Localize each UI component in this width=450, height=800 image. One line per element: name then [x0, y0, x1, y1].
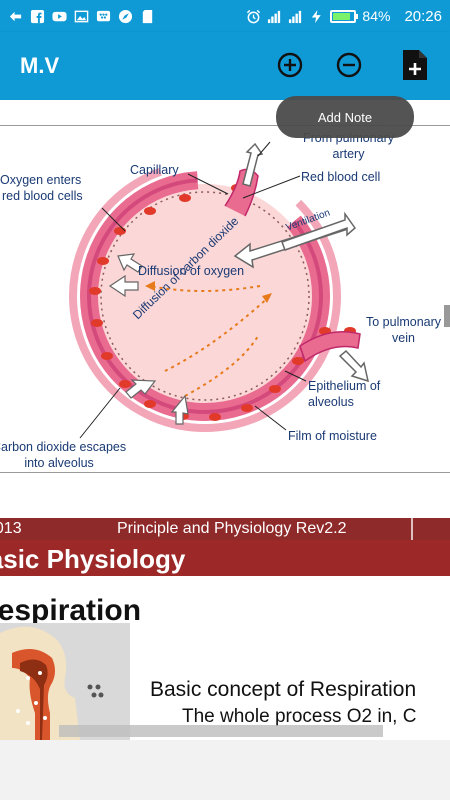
- slide-header-title: Principle and Physiology Rev2.2: [117, 520, 347, 537]
- battery-icon: [330, 9, 359, 23]
- label-co2-escapes-line1: Carbon dioxide escapes: [0, 440, 127, 454]
- charging-icon: [312, 9, 322, 23]
- slide-header-band: 2013 Principle and Physiology Rev2.2: [0, 518, 450, 540]
- horizontal-scrollbar[interactable]: [59, 725, 383, 737]
- app-title: M.V: [20, 53, 60, 78]
- battery-percent: 84%: [362, 8, 391, 24]
- slide-header-divider: [411, 518, 413, 540]
- moisture-film: [100, 191, 310, 401]
- alveolus-diagram: [69, 141, 370, 439]
- label-epithelium: Epithelium of alveolus: [308, 378, 380, 411]
- slide-heading: Respiration: [0, 594, 142, 627]
- slide-page: 2013 Principle and Physiology Rev2.2 Bas…: [0, 518, 450, 740]
- vertical-scrollbar[interactable]: [444, 305, 450, 327]
- status-bar: 84% 20:26: [0, 0, 450, 32]
- bbm-icon: [96, 10, 111, 21]
- leader-lines: [79, 141, 307, 439]
- label-epithelium-line1: Epithelium of: [308, 379, 381, 393]
- diagram-page: Oxygen enters red blood cells Capillary …: [0, 125, 450, 473]
- outer-membrane: [69, 160, 341, 432]
- respiratory-tract-illustration: [0, 623, 130, 740]
- sd-card-icon: [142, 9, 153, 23]
- alveolus-interior: [93, 184, 317, 408]
- signal-icon: [268, 10, 281, 23]
- diffusion-arrows: [149, 285, 271, 397]
- label-to-pulmonary-vein: To pulmonary vein: [366, 314, 441, 347]
- document-viewer[interactable]: Oxygen enters red blood cells Capillary …: [0, 100, 450, 740]
- slide-bullet-basic-concept: Basic concept of Respiration: [150, 678, 417, 701]
- label-capillary: Capillary: [130, 163, 179, 177]
- back-notification-icon: [9, 11, 22, 21]
- add-note-tooltip: Add Note: [276, 96, 414, 138]
- label-co2-escapes-line2: into alveolus: [24, 456, 94, 471]
- label-from-pulmonary-line2: artery: [332, 147, 365, 162]
- status-left-icons: [8, 9, 155, 24]
- zoom-out-button[interactable]: [334, 50, 364, 80]
- signal-icon-2: [289, 10, 302, 23]
- zoom-in-icon: [277, 52, 303, 78]
- add-note-button[interactable]: [400, 50, 430, 80]
- status-right-icons: 84% 20:26: [246, 8, 442, 25]
- respiratory-tract-image: [0, 623, 130, 740]
- label-film-of-moisture: Film of moisture: [288, 429, 377, 443]
- label-red-blood-cell: Red blood cell: [301, 170, 381, 184]
- facebook-icon: [30, 9, 45, 23]
- battery-level: [333, 12, 351, 20]
- zoom-out-icon: [336, 52, 362, 78]
- label-to-pulmonary-line1: To pulmonary: [366, 315, 442, 329]
- slide-section-title: Basic Physiology: [0, 544, 186, 574]
- clock: 20:26: [404, 7, 442, 25]
- zoom-in-button[interactable]: [275, 50, 305, 80]
- label-to-pulmonary-line2: vein: [392, 331, 415, 346]
- compass-app-icon: [118, 9, 133, 23]
- gallery-icon: [74, 10, 89, 22]
- label-epithelium-line2: alveolus: [308, 395, 354, 410]
- label-oxygen-enters-line2: red blood cells: [2, 189, 83, 204]
- slide-header-code: 2013: [0, 520, 22, 537]
- label-diffusion-of-oxygen: Diffusion of oxygen: [138, 264, 245, 278]
- label-oxygen-enters: Oxygen enters red blood cells: [0, 172, 83, 205]
- youtube-icon: [52, 11, 67, 21]
- add-note-icon: [403, 50, 427, 80]
- slide-section-band: Basic Physiology: [0, 540, 450, 576]
- app-bar: M.V: [0, 32, 450, 100]
- slide-bullet-whole-process: The whole process O2 in, C: [182, 706, 417, 727]
- label-co2-escapes: Carbon dioxide escapes into alveolus: [0, 439, 126, 472]
- label-oxygen-enters-line1: Oxygen enters: [0, 173, 82, 187]
- alarm-icon: [247, 9, 261, 23]
- ventilation-arrows: [233, 142, 370, 383]
